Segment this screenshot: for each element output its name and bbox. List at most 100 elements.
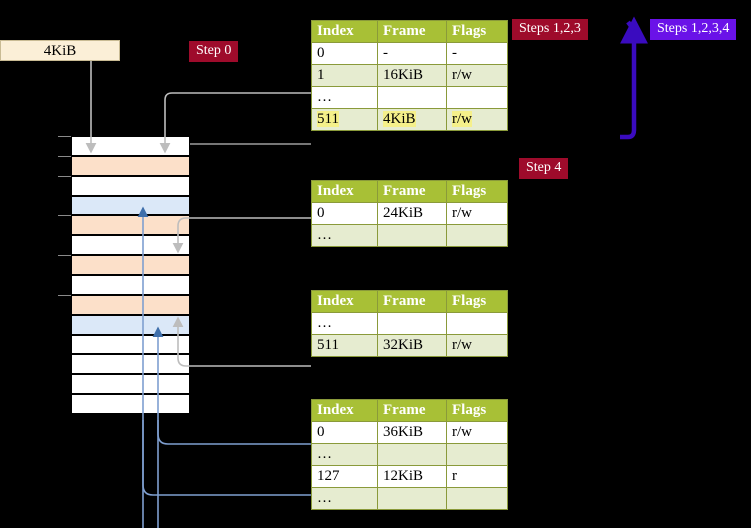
cell-index: 1 [311, 64, 378, 87]
cell-frame: 36KiB [377, 421, 447, 444]
cell-index: … [311, 224, 378, 247]
table-row: … [311, 443, 508, 466]
source-frame-label: 4KiB [43, 43, 77, 59]
badge-steps-123: Steps 1,2,3 [512, 19, 588, 40]
memory-frame-11 [71, 354, 190, 375]
cell-frame: 4KiB [377, 108, 447, 131]
cell-value: r [452, 468, 457, 484]
cell-value: - [452, 45, 457, 61]
column-header-index: Index [311, 20, 378, 43]
cell-value: 36KiB [383, 424, 424, 440]
memory-frame-10 [71, 334, 190, 355]
table-row: 127 12KiB r [311, 465, 508, 488]
column-header-flags: Flags [446, 290, 508, 313]
physical-memory-column [71, 136, 190, 414]
memory-tick-0 [58, 136, 71, 137]
cell-value: … [317, 227, 332, 243]
cell-frame [377, 312, 447, 335]
column-header-flags: Flags [446, 399, 508, 422]
cell-flags: - [446, 42, 508, 65]
connector-table2-to-memory [172, 316, 311, 367]
source-frame-box: 4KiB [0, 40, 120, 61]
cell-flags: r [446, 465, 508, 488]
memory-frame-3 [71, 195, 190, 216]
memory-frame-7 [71, 275, 190, 295]
cell-index: 511 [311, 108, 378, 131]
cell-flags: r/w [446, 64, 508, 87]
cell-value: 0 [317, 424, 325, 440]
column-header-frame: Frame [377, 20, 447, 43]
cell-frame [377, 443, 447, 466]
column-header-frame: Frame [377, 290, 447, 313]
cell-flags [446, 312, 508, 335]
column-header-index: Index [311, 399, 378, 422]
memory-frame-1 [71, 155, 190, 176]
table-row: … [311, 487, 508, 510]
memory-tick-8 [58, 294, 71, 296]
cell-index: 0 [311, 421, 378, 444]
table-row: 0 36KiB r/w [311, 421, 508, 444]
cell-frame: 16KiB [377, 64, 447, 87]
cell-value: … [317, 89, 332, 105]
memory-frame-4 [71, 215, 190, 236]
table-row: … [311, 224, 508, 247]
cell-value: … [317, 315, 332, 331]
cell-value: 127 [317, 468, 340, 484]
column-header-index: Index [311, 290, 378, 313]
cell-flags: r/w [446, 108, 508, 131]
table-row: … [311, 86, 508, 109]
cell-flags: r/w [446, 421, 508, 444]
memory-frame-2 [71, 175, 190, 196]
cell-frame [377, 86, 447, 109]
memory-frame-6 [71, 255, 190, 275]
highlighted-value: r/w [452, 111, 472, 127]
column-header-flags: Flags [446, 180, 508, 203]
cell-value: … [317, 490, 332, 506]
memory-frame-0 [71, 136, 190, 156]
cell-value: 24KiB [383, 205, 424, 221]
memory-frame-8 [71, 294, 190, 315]
cell-value: r/w [452, 205, 472, 221]
cell-flags [446, 487, 508, 510]
table-row: … [311, 312, 508, 335]
connector-table3-row127 [142, 420, 311, 496]
badge-step-0: Step 0 [189, 41, 239, 62]
column-header-frame: Frame [377, 180, 447, 203]
cell-value: 0 [317, 205, 325, 221]
memory-frame-12 [71, 374, 190, 395]
connector-table3-row0 [157, 420, 311, 445]
column-header-index: Index [311, 180, 378, 203]
memory-frame-9 [71, 314, 190, 335]
memory-tick-6 [58, 255, 71, 257]
cell-value: 12KiB [383, 468, 424, 484]
cell-frame [377, 487, 447, 510]
cell-value: 511 [317, 337, 339, 353]
cell-index: … [311, 443, 378, 466]
cell-value: 1 [317, 67, 325, 83]
memory-frame-5 [71, 235, 190, 256]
cell-frame: 32KiB [377, 334, 447, 357]
cell-value: … [317, 446, 332, 462]
cell-frame [377, 224, 447, 247]
cell-index: … [311, 86, 378, 109]
cell-frame: 24KiB [377, 202, 447, 225]
cell-value: r/w [452, 424, 472, 440]
cell-value: - [383, 45, 388, 61]
table-row: 0 24KiB r/w [311, 202, 508, 225]
arrow-steps-1234-bracket [620, 16, 648, 140]
badge-step-4: Step 4 [519, 158, 569, 179]
memory-tick-2 [58, 175, 71, 177]
cell-flags [446, 86, 508, 109]
badge-steps-1234: Steps 1,2,3,4 [650, 19, 737, 40]
memory-tick-1 [58, 155, 71, 157]
cell-frame: 12KiB [377, 465, 447, 488]
